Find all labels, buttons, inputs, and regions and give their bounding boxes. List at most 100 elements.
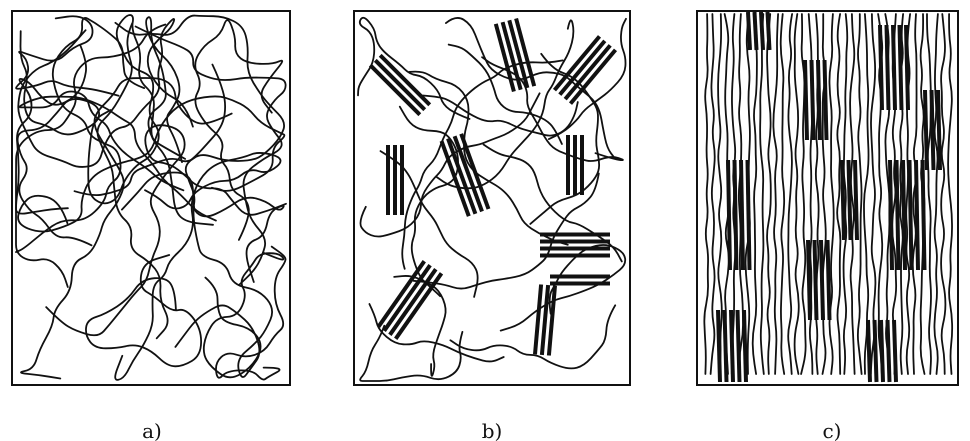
polymer-chain xyxy=(16,30,101,247)
crystallite-segment xyxy=(378,53,432,107)
panel-b-caption: b) xyxy=(482,419,503,441)
oriented-chain xyxy=(709,13,716,375)
crystallite-segment xyxy=(825,239,832,321)
polymer-chain xyxy=(45,124,287,337)
polymer-chain xyxy=(87,14,186,205)
crystallite-segment xyxy=(546,285,557,356)
crystallite-segment xyxy=(891,24,897,111)
crystallite-segment xyxy=(822,59,829,141)
crystallite-segment xyxy=(872,319,879,383)
crystallite-segment xyxy=(936,89,942,171)
polymer-chain xyxy=(194,19,284,241)
crystallite-segment xyxy=(716,309,722,383)
oriented-chain xyxy=(779,13,786,375)
crystallite-segment xyxy=(894,159,901,271)
panel-a: a) xyxy=(11,10,291,441)
polymer-chain xyxy=(114,152,282,381)
oriented-chain xyxy=(911,13,918,375)
crystallite-segment xyxy=(563,44,612,101)
polymer-chain xyxy=(393,275,447,377)
polymer-chain xyxy=(18,90,217,222)
crystallite-segment xyxy=(897,24,904,111)
polymer-chain xyxy=(15,44,87,215)
oriented-chain xyxy=(751,13,758,375)
crystallite-segment xyxy=(746,11,752,51)
crystallite-segment xyxy=(840,159,846,241)
crystallite-segment xyxy=(533,284,544,355)
crystallite-segment xyxy=(568,48,618,105)
polymer-chain xyxy=(548,17,627,140)
crystallite-segment xyxy=(729,309,735,383)
crystallite-segment xyxy=(904,24,910,111)
oriented-chain xyxy=(836,13,842,375)
crystallite-segment xyxy=(500,21,523,91)
polymer-chain xyxy=(17,18,194,168)
crystallite-segment xyxy=(929,89,936,171)
crystallite-segment xyxy=(853,159,859,241)
polymer-chain xyxy=(215,245,287,381)
crystallite-segment xyxy=(446,137,478,215)
crystallite-segment xyxy=(452,135,484,213)
oriented-chain xyxy=(849,13,856,375)
oriented-chain xyxy=(933,13,939,375)
crystallite-segment xyxy=(382,264,432,332)
crystallite-segment xyxy=(892,319,898,383)
crystallite-segment xyxy=(806,239,812,321)
crystallite-segment xyxy=(459,133,491,210)
oriented-chain xyxy=(940,13,947,375)
crystallite-segment xyxy=(552,35,602,92)
panel-b-crystallites xyxy=(368,17,618,356)
panel-c-caption: c) xyxy=(822,419,841,441)
polymer-chain xyxy=(15,15,120,97)
crystallite-segment xyxy=(539,284,551,356)
crystallite-segment xyxy=(726,159,732,271)
oriented-chain xyxy=(856,13,863,375)
polymer-chain xyxy=(145,16,214,226)
crystallite-segment xyxy=(812,239,819,321)
crystallite-segment xyxy=(732,159,739,271)
panel-a-caption: a) xyxy=(142,419,162,441)
polymer-chain xyxy=(445,17,616,160)
polymer-chain xyxy=(398,105,459,298)
crystallite-segment xyxy=(901,159,907,271)
panel-b: b) xyxy=(353,10,631,441)
crystallite-segment xyxy=(507,19,530,89)
crystallite-segment xyxy=(368,63,422,117)
polymer-chain xyxy=(17,95,286,233)
oriented-chain xyxy=(926,13,932,375)
polymer-chain xyxy=(121,171,274,378)
polymer-chain xyxy=(449,304,617,370)
crystallite-segment xyxy=(388,268,438,336)
crystallite-segment xyxy=(493,23,516,93)
crystallite-segment xyxy=(884,24,891,111)
polymer-chain xyxy=(73,14,285,197)
panel-c-crystallites xyxy=(716,11,942,383)
polymer-chain xyxy=(499,244,627,332)
crystallite-segment xyxy=(739,159,745,271)
polymer-chain xyxy=(15,23,167,288)
panel-a-chains xyxy=(15,14,287,381)
crystallite-segment xyxy=(558,39,607,96)
crystallite-segment xyxy=(809,59,816,141)
oriented-chain xyxy=(787,13,793,375)
crystallite-segment xyxy=(745,159,752,271)
crystallite-segment xyxy=(816,59,822,141)
crystallite-segment xyxy=(819,239,825,321)
panel-b-chains xyxy=(357,16,627,382)
crystallite-segment xyxy=(885,319,892,383)
oriented-chain xyxy=(772,13,779,375)
oriented-chain xyxy=(703,13,709,375)
polymer-chain xyxy=(96,22,169,340)
polymer-chain xyxy=(412,172,600,290)
crystallite-segment xyxy=(923,89,929,171)
polymer-chain xyxy=(379,150,479,298)
oriented-chain xyxy=(737,13,744,375)
panel-c: c) xyxy=(696,10,959,441)
crystallite-segment xyxy=(759,11,765,51)
oriented-chain xyxy=(766,13,772,375)
polymer-chain xyxy=(359,324,464,382)
crystallite-segment xyxy=(752,11,759,51)
polymer-chain xyxy=(368,303,505,363)
polymer-chain xyxy=(85,254,203,368)
